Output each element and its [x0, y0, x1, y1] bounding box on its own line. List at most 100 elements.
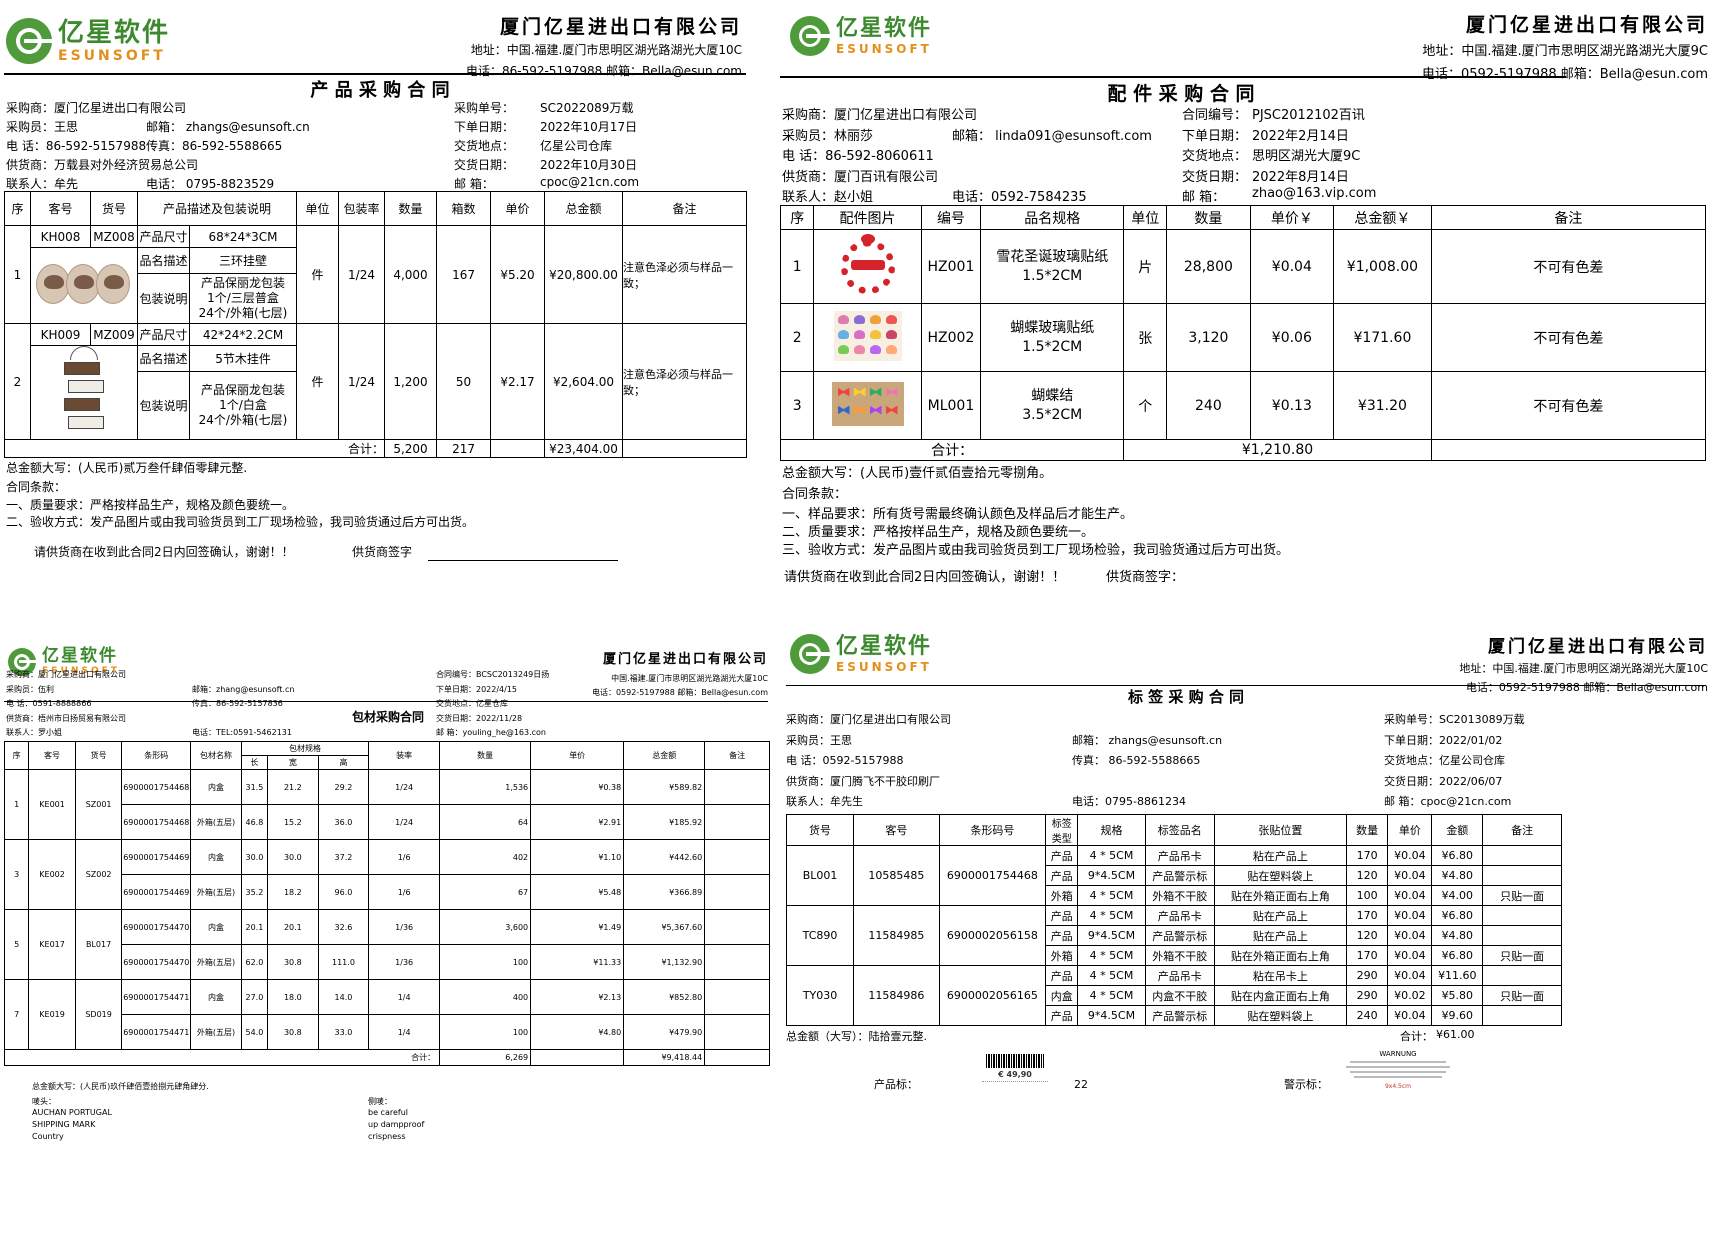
info-left: 联系人：牟先生 — [786, 795, 863, 808]
paste-position: 贴在内盒正面右上角 — [1213, 985, 1347, 1006]
unit-price: ¥0.38 — [530, 769, 625, 805]
label-name: 内盒不干胶 — [1144, 985, 1215, 1006]
header-divider — [780, 76, 1566, 78]
unit-price: ¥0.04 — [1387, 965, 1433, 986]
material-name: 内盒 — [190, 839, 242, 875]
material-name: 内盒 — [190, 979, 242, 1015]
contract-title: 产 品 采 购 合 同 — [310, 80, 450, 101]
packaging-purchase-contract: 亿星软件 ESUNSOFT 厦门亿星进出口有限公司 中国.福建.厦门市思明区湖光… — [0, 640, 776, 1258]
info-mid: 电话：0592-7584235 — [952, 190, 1087, 205]
info-left: 联系人：罗小姐 — [6, 728, 62, 737]
product-photo-cell — [30, 247, 138, 324]
quantity: 120 — [1345, 925, 1389, 946]
info-right: 邮 箱：cpoc@21cn.com — [1384, 795, 1512, 808]
warning-sticker-size: 9x4.5cm — [1384, 1083, 1412, 1090]
company-logo: 亿星软件 ESUNSOFT — [790, 634, 932, 674]
part-name-spec: 蝴蝶玻璃贴纸 1.5*2CM — [980, 303, 1125, 372]
info-right-label: 交货地点： — [1182, 149, 1248, 164]
amount: ¥6.80 — [1431, 945, 1484, 966]
total-boxes: 217 — [436, 439, 492, 458]
company-address: 地址：中国.福建.厦门市思明区湖光路湖光大厦9C — [1422, 44, 1708, 59]
product-size: 68*24*3CM — [188, 225, 298, 248]
logo-chinese: 亿星软件 — [836, 16, 933, 41]
height: 32.6 — [317, 909, 370, 945]
quantity: 64 — [439, 804, 532, 840]
label-name: 产品警示标 — [1144, 925, 1215, 946]
label-type: 产品 — [1045, 965, 1079, 986]
unit-price: ¥0.04 — [1387, 845, 1433, 866]
product-name: 三环挂壁 — [188, 247, 298, 274]
quantity: 67 — [439, 874, 532, 910]
total-amount: ¥366.89 — [623, 874, 706, 910]
butterfly-dot — [885, 329, 897, 339]
customer-code: KH008 — [30, 225, 91, 248]
barcode: 6900001754471 — [121, 1014, 192, 1050]
part-code: HZ002 — [920, 303, 982, 372]
sign-plank — [64, 398, 100, 411]
item-code: SD019 — [74, 979, 123, 1050]
barcode: 6900001754470 — [121, 909, 192, 945]
col-header: 单位 — [296, 191, 340, 226]
col-header: 客号 — [853, 814, 940, 846]
col-header: 金额 — [1431, 814, 1484, 846]
col-header: 单价 — [1387, 814, 1433, 846]
remark — [1482, 845, 1562, 866]
hook-disc — [36, 264, 70, 304]
col-header: 货号 — [90, 191, 138, 226]
term-item: 一、质量要求：严格按样品生产，规格及颜色要统一。 — [6, 498, 295, 512]
table-row: 品名描述三环挂壁 — [5, 247, 747, 324]
height: 29.2 — [317, 769, 370, 805]
quantity: 3,120 — [1166, 303, 1251, 372]
side-mark-line: up dampproof — [368, 1120, 425, 1129]
terms-title: 合同条款： — [782, 487, 848, 502]
company-logo: 亿星软件 ESUNSOFT — [6, 18, 170, 64]
info-left: 采购商：厦门亿星进出口有限公司 — [6, 670, 126, 679]
info-right-label: 合同编号： — [1182, 108, 1248, 123]
label-type: 产品 — [1045, 1005, 1079, 1026]
label-type: 产品 — [1045, 905, 1079, 926]
width: 30.8 — [267, 1014, 319, 1050]
info-left: 采购员：王思 — [786, 733, 852, 747]
item-code: MZ009 — [90, 323, 138, 346]
col-header: 总金额 — [623, 741, 706, 770]
quantity: 28,800 — [1166, 229, 1251, 304]
row-number: 2 — [779, 303, 815, 372]
hook-disc — [96, 264, 130, 304]
total-amount: ¥442.60 — [623, 839, 706, 875]
info-mid: 传真：86-592-5588665 — [146, 139, 283, 153]
remark — [704, 769, 770, 805]
info-left: 电 话：86-592-5157988 — [6, 139, 147, 153]
sticker-price: € 49,90 — [998, 1070, 1032, 1079]
logo-english: ESUNSOFT — [42, 666, 120, 676]
paste-position: 贴在塑料袋上 — [1213, 1005, 1347, 1026]
col-header: 标签品名 — [1144, 814, 1215, 846]
length: 46.8 — [240, 804, 269, 840]
unit-price: ¥2.17 — [490, 323, 546, 440]
row-number: 7 — [3, 979, 30, 1050]
remark — [704, 839, 770, 875]
col-header: 条形码号 — [938, 814, 1047, 846]
signature-line[interactable] — [428, 560, 618, 561]
label-type: 内盒 — [1045, 985, 1079, 1006]
company-address: 地址：中国.福建.厦门市思明区湖光路湖光大厦10C — [1459, 662, 1708, 675]
unit: 张 — [1123, 303, 1168, 372]
unit-price: ¥0.04 — [1387, 885, 1433, 906]
header-divider — [4, 701, 768, 702]
info-right-label: 下单日期： — [1182, 128, 1248, 144]
empty-cell — [530, 1049, 625, 1066]
warning-label-caption: 警示标： — [1284, 1078, 1328, 1091]
logo-english: ESUNSOFT — [836, 660, 932, 674]
bird-shape — [74, 275, 94, 289]
item-code: SZ001 — [74, 769, 123, 840]
col-header: 序 — [779, 205, 815, 230]
butterfly-dot — [869, 329, 881, 339]
label-type: 外箱 — [1045, 885, 1079, 906]
butterfly-dot — [837, 329, 849, 339]
part-photo-cell — [813, 303, 922, 372]
height: 37.2 — [317, 839, 370, 875]
row-number: 5 — [3, 909, 30, 980]
